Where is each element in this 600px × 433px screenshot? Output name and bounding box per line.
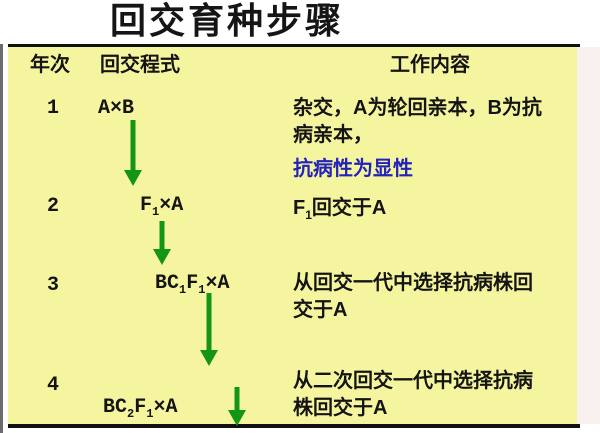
work-part: F — [293, 197, 306, 219]
formula-part: ×A — [153, 396, 178, 419]
header-year: 年次 — [30, 54, 70, 76]
formula-subscript: 1 — [146, 407, 154, 421]
formula-part: ×A — [159, 194, 184, 217]
formula-subscript: 1 — [198, 283, 206, 297]
scan-edge-right — [577, 47, 600, 424]
down-arrow-icon — [153, 221, 171, 265]
down-arrow-icon — [200, 293, 218, 366]
formula-part: A×B — [98, 97, 135, 120]
down-arrow-icon — [124, 120, 142, 186]
work-line: 交于A — [293, 299, 348, 321]
row2-year: 2 — [47, 195, 60, 218]
work-line: 杂交，A为轮回亲本，B为抗 — [293, 97, 542, 119]
scan-edge-left — [0, 44, 3, 433]
row1-year: 1 — [47, 97, 60, 120]
work-part: 回交于A — [311, 197, 387, 219]
page-title: 回交育种步骤 — [110, 1, 345, 41]
row3-work: 从回交一代中选择抗病株回 交于A — [293, 270, 533, 324]
row3-year: 3 — [47, 274, 60, 297]
formula-subscript: 1 — [152, 205, 160, 219]
formula-part: BC — [103, 396, 128, 419]
row1-work: 杂交，A为轮回亲本，B为抗 病亲本， — [293, 95, 542, 149]
formula-part: F — [134, 396, 147, 419]
formula-subscript: 1 — [179, 283, 187, 297]
work-line: 从回交一代中选择抗病株回 — [293, 272, 533, 294]
row4-formula: BC2F1×A — [103, 396, 177, 420]
down-arrow-icon — [228, 387, 246, 426]
row1-formula: A×B — [98, 97, 134, 121]
table-panel — [8, 47, 577, 424]
row3-formula: BC1F1×A — [155, 272, 229, 296]
work-line: 从二次回交一代中选择抗病 — [293, 370, 533, 392]
work-line: 病亲本， — [293, 124, 373, 146]
row4-work: 从二次回交一代中选择抗病 株回交于A — [293, 368, 533, 422]
header-formula: 回交程式 — [100, 54, 180, 76]
table-top-rule — [8, 44, 580, 47]
row1-note: 抗病性为显性 — [293, 158, 413, 180]
work-line: 株回交于A — [293, 397, 388, 419]
formula-part: ×A — [205, 272, 230, 295]
header-work: 工作内容 — [390, 54, 470, 76]
work-subscript: 1 — [305, 208, 312, 222]
table-bottom-rule — [8, 424, 580, 428]
row4-year: 4 — [47, 374, 60, 397]
formula-part: BC — [155, 272, 180, 295]
formula-part: F — [140, 194, 153, 217]
row2-work: F1回交于A — [293, 196, 387, 222]
formula-subscript: 2 — [127, 407, 135, 421]
formula-part: F — [186, 272, 199, 295]
row2-formula: F1×A — [140, 194, 183, 218]
